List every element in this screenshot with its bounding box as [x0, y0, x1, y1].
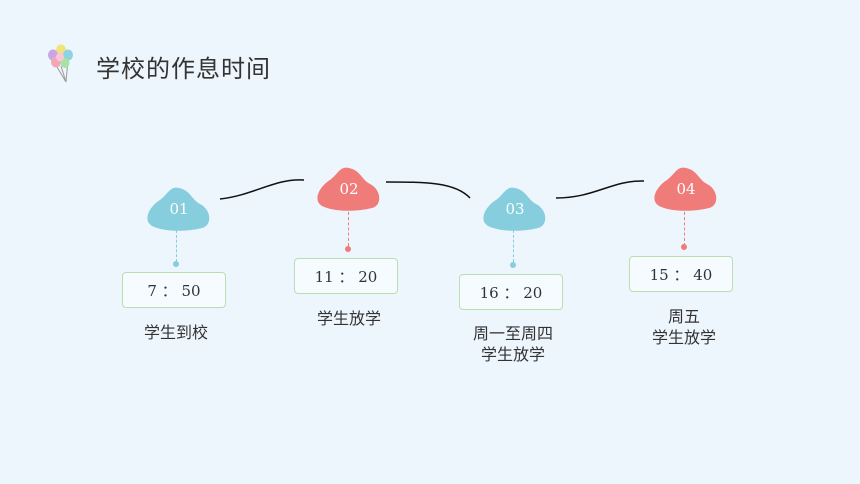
step-1-label: 学生到校: [106, 322, 246, 343]
step-2-time: 11 ： 20: [294, 258, 398, 294]
step-3-label-line-2: 学生放学: [480, 345, 545, 364]
step-3-time: 16 ： 20: [459, 274, 563, 310]
step-4-label: 周五 学生放学: [614, 306, 754, 348]
step-3-dot: [510, 262, 516, 268]
step-4-time: 15 ： 40: [629, 256, 733, 292]
step-1-blob: 01: [146, 186, 212, 232]
step-1-label-line-1: 学生到校: [143, 323, 208, 342]
step-2-number: 02: [339, 180, 359, 198]
connector-1-2: [219, 179, 305, 200]
step-3-label: 周一至周四 学生放学: [443, 323, 583, 365]
step-3-number: 03: [505, 200, 525, 218]
step-2-dot: [345, 246, 351, 252]
step-4-stem: [684, 212, 685, 246]
step-1-number: 01: [169, 200, 189, 218]
step-2-label: 学生放学: [279, 308, 419, 329]
step-3-label-line-1: 周一至周四: [472, 324, 553, 343]
step-2-stem: [348, 212, 349, 246]
step-1-dot: [173, 261, 179, 267]
step-4-label-line-2: 学生放学: [651, 328, 716, 347]
step-3-stem: [513, 230, 514, 262]
step-2-label-line-1: 学生放学: [316, 309, 381, 328]
step-4-dot: [681, 244, 687, 250]
connector-2-3: [385, 181, 471, 199]
page-title: 学校的作息时间: [96, 54, 271, 83]
step-2-blob: 02: [316, 166, 382, 212]
balloons-icon: [46, 44, 76, 88]
step-3-blob: 03: [482, 186, 548, 232]
step-1-time: 7 ： 50: [122, 272, 226, 308]
step-1-stem: [176, 230, 177, 262]
connector-3-4: [555, 180, 645, 199]
step-4-label-line-1: 周五: [667, 307, 700, 326]
step-4-number: 04: [676, 180, 696, 198]
step-4-blob: 04: [653, 166, 719, 212]
header: 学校的作息时间: [46, 44, 271, 88]
